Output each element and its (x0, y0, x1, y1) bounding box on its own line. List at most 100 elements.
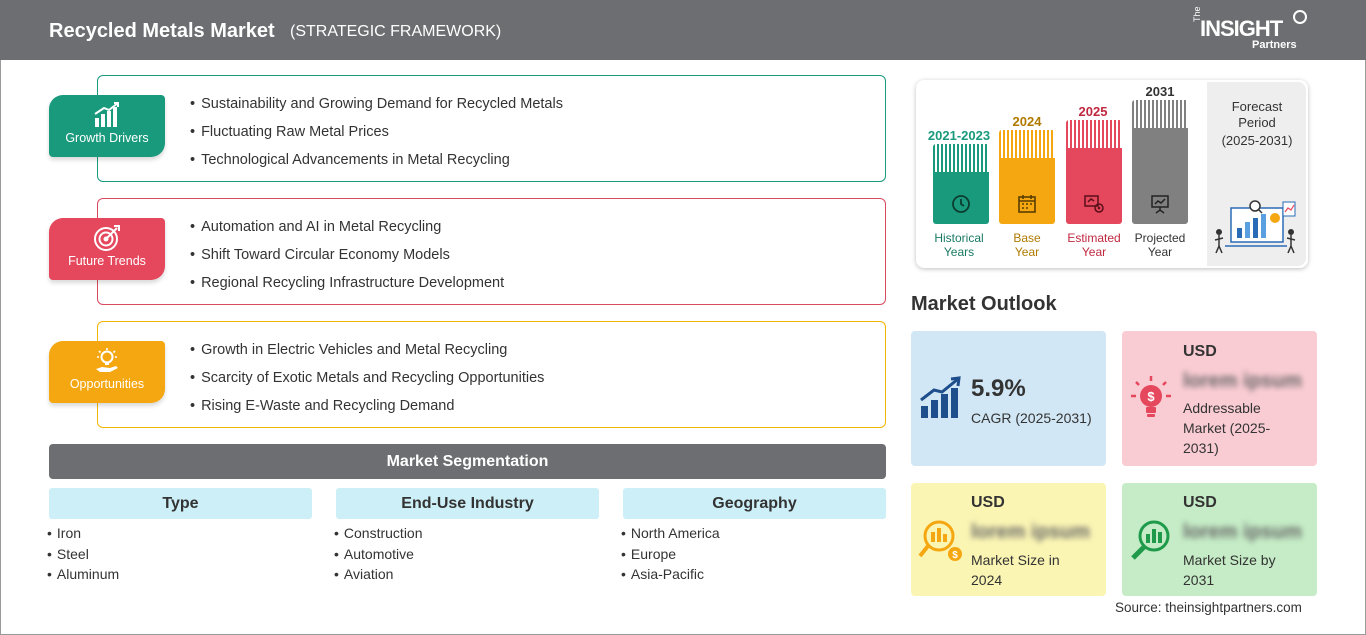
segment-heading-type: Type (49, 488, 312, 519)
list-item: Scarcity of Exotic Metals and Recycling … (190, 368, 544, 396)
forecast-line: Period (1238, 115, 1276, 130)
list-item: Iron (47, 525, 119, 546)
cagr-value: 5.9% (971, 375, 1026, 402)
list-item: Shift Toward Circular Economy Models (190, 245, 504, 273)
opportunities-card: Growth in Electric Vehicles and Metal Re… (97, 321, 886, 428)
list-item: Sustainability and Growing Demand for Re… (190, 94, 563, 122)
bar-stripes (1132, 100, 1188, 128)
opportunities-label: Opportunities (69, 377, 145, 391)
logo-main: INSIGHT (1200, 16, 1283, 41)
opportunities-badge: Opportunities (49, 341, 165, 403)
list-item: Automation and AI in Metal Recycling (190, 217, 504, 245)
growth-chart-icon (920, 376, 961, 418)
growth-drivers-label: Growth Drivers (65, 131, 149, 145)
segment-list-geography: North America Europe Asia-Pacific (621, 525, 720, 587)
label-line: 2031) (1183, 440, 1219, 456)
growth-drivers-card: Sustainability and Growing Demand for Re… (97, 75, 886, 182)
dollar-bulb-icon: $ (1131, 376, 1171, 417)
label-line: Year (1147, 245, 1173, 259)
addressable-value: lorem ipsum (1183, 370, 1302, 392)
year-base: 2024 (1012, 114, 1042, 129)
page-title: Recycled Metals Market (49, 20, 275, 42)
addressable-currency: USD (1183, 343, 1217, 360)
forecast-period-text: Forecast Period (2025-2031) (1212, 99, 1302, 149)
lightbulb-hand-icon (96, 348, 118, 372)
label-line: Addressable (1183, 400, 1261, 416)
money-magnifier-icon: $ (918, 520, 962, 561)
segment-heading-geography: Geography (623, 488, 886, 519)
label-line: Years (943, 245, 975, 259)
size-2031-label: Market Size by 2031 (1183, 550, 1276, 590)
svg-text:$: $ (1147, 389, 1155, 404)
estimate-gears-icon (1084, 195, 1104, 213)
bar-estimated (1066, 120, 1122, 224)
label-line: Estimated (1067, 231, 1121, 245)
size-2031-currency: USD (1183, 494, 1217, 511)
label-line: 2024 (971, 572, 1003, 588)
history-clock-icon (952, 195, 970, 213)
label-line: Market Size by (1183, 552, 1276, 568)
future-trends-badge: Future Trends (49, 218, 165, 280)
future-trends-list: Automation and AI in Metal Recycling Shi… (190, 217, 504, 301)
bar-fill (933, 172, 989, 224)
size-2024-value: lorem ipsum (971, 521, 1090, 543)
page-subtitle: (STRATEGIC FRAMEWORK) (290, 23, 502, 40)
projection-board-icon (1151, 195, 1169, 214)
bar-stripes (999, 130, 1055, 158)
future-trends-label: Future Trends (68, 254, 146, 268)
label-line: Historical (934, 231, 984, 245)
list-item: Automotive (334, 546, 423, 567)
chart-magnifier-icon (1131, 520, 1170, 560)
logo-sub: Partners (1252, 39, 1297, 51)
bar-growth-icon (94, 102, 119, 127)
insight-partners-logo[interactable]: The INSIGHT Partners (1192, 6, 1312, 54)
segmentation-title: Market Segmentation (49, 444, 886, 479)
year-estimated: 2025 (1078, 104, 1108, 119)
source-credit: Source: theinsightpartners.com (1115, 600, 1302, 615)
svg-text:$: $ (952, 550, 958, 561)
forecast-line: Forecast (1231, 99, 1283, 114)
label-line: Market (2025- (1183, 420, 1271, 436)
list-item: North America (621, 525, 720, 546)
growth-drivers-list: Sustainability and Growing Demand for Re… (190, 94, 563, 178)
bar-fill (999, 158, 1055, 224)
label-line: Year (1081, 245, 1107, 259)
list-item: Steel (47, 546, 119, 567)
segment-list-end-use: Construction Automotive Aviation (334, 525, 423, 587)
size-2024-label: Market Size in 2024 (971, 550, 1060, 590)
label-line: Market Size in (971, 552, 1060, 568)
bar-projected (1132, 100, 1188, 224)
future-trends-card: Automation and AI in Metal Recycling Shi… (97, 198, 886, 305)
forecast-analytics-illustration-icon (1214, 200, 1296, 254)
list-item: Construction (334, 525, 423, 546)
label-line: 2031 (1183, 572, 1215, 588)
list-item: Europe (621, 546, 720, 567)
opportunities-list: Growth in Electric Vehicles and Metal Re… (190, 340, 544, 424)
list-item: Technological Advancements in Metal Recy… (190, 150, 563, 178)
target-icon (94, 225, 120, 251)
forecast-line: (2025-2031) (1221, 133, 1293, 148)
list-item: Asia-Pacific (621, 566, 720, 587)
calendar-icon (1018, 195, 1036, 213)
segment-list-type: Iron Steel Aluminum (47, 525, 119, 587)
bar-fill (1066, 148, 1122, 224)
logo-ring-icon (1293, 10, 1307, 24)
list-item: Growth in Electric Vehicles and Metal Re… (190, 340, 544, 368)
growth-drivers-badge: Growth Drivers (49, 95, 165, 157)
header-bar: Recycled Metals Market (STRATEGIC FRAMEW… (0, 0, 1366, 60)
list-item: Rising E-Waste and Recycling Demand (190, 396, 544, 424)
list-item: Aluminum (47, 566, 119, 587)
bar-stripes (1066, 120, 1122, 148)
label-line: Projected (1134, 231, 1186, 245)
list-item: Aviation (334, 566, 423, 587)
year-projected: 2031 (1145, 84, 1175, 99)
list-item: Fluctuating Raw Metal Prices (190, 122, 563, 150)
label-line: Base (1013, 231, 1041, 245)
size-2024-currency: USD (971, 494, 1005, 511)
label-line: Year (1014, 245, 1040, 259)
